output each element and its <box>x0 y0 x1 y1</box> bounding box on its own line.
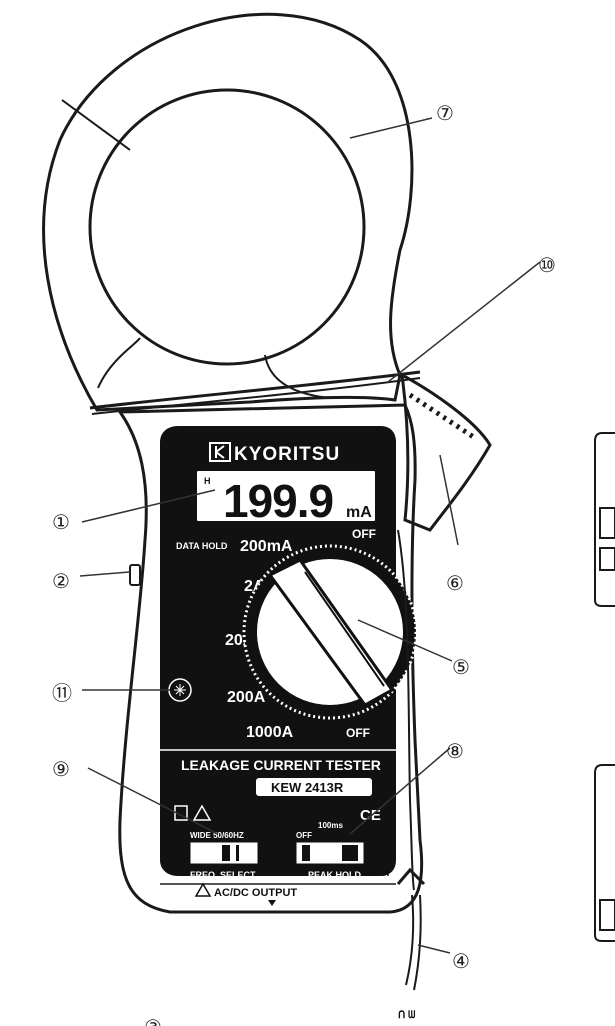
callout-6: ⑥ <box>446 571 464 595</box>
callouts: ① ② ④ ⑤ ⑥ ⑦ ⑧ ⑨ ⑩ ⑪ ③ <box>52 101 556 1026</box>
made-in-label: JAPAN <box>366 871 389 878</box>
callout-9: ⑨ <box>52 757 70 781</box>
front-panel: KYORITSU H 199.9 mA DATA HOLD OFF 200mA … <box>160 426 418 880</box>
callout-11: ⑪ <box>52 681 72 705</box>
callout-7: ⑦ <box>436 101 454 125</box>
lcd-unit: mA <box>346 504 372 521</box>
side-frame-bottom <box>594 764 615 942</box>
data-hold-label: DATA HOLD <box>176 541 228 551</box>
brand-name: KYORITSU <box>234 444 340 465</box>
cable-tip: ᑎ ᗯ <box>398 1009 415 1021</box>
callout-5: ⑤ <box>452 655 470 679</box>
lcd-indicator: H <box>204 476 211 486</box>
side-button <box>129 564 141 586</box>
off-label-bottom: OFF <box>346 726 370 740</box>
side-frame-top <box>594 432 615 607</box>
freq-select-label: FREQ. SELECT <box>190 870 256 880</box>
callout-2: ② <box>52 569 70 593</box>
range-200a: 200A <box>227 689 266 706</box>
callout-1: ① <box>52 510 70 534</box>
jaw-opening <box>88 88 366 366</box>
callout-4: ④ <box>452 949 470 973</box>
caution-triangle-icon <box>192 804 212 821</box>
range-1000a: 1000A <box>246 724 294 741</box>
lcd-display <box>195 469 377 523</box>
callout-3: ③ <box>144 1015 162 1026</box>
callout-8: ⑧ <box>446 739 464 763</box>
peak-switch-top: 100ms <box>318 821 343 830</box>
peak-switch-sub: OFF <box>296 831 312 840</box>
model-number: KEW 2413R <box>271 780 344 795</box>
caution-triangle-icon-bottom <box>194 882 212 897</box>
output-label: AC/DC OUTPUT <box>214 887 297 899</box>
freq-switch-top: WIDE 50/60HZ <box>190 831 244 840</box>
leader-lines <box>79 117 541 954</box>
brand-logo-icon <box>209 442 231 462</box>
off-label-top: OFF <box>352 527 376 541</box>
output-cable: ᑎ ᗯ <box>396 867 426 1021</box>
range-200ma: 200mA <box>240 538 293 555</box>
meter-body <box>117 403 424 914</box>
product-name: LEAKAGE CURRENT TESTER <box>181 757 381 773</box>
clamp-jaw <box>42 12 421 415</box>
range-rotary-knob <box>242 544 418 720</box>
peak-hold-label: PEAK HOLD <box>308 870 362 880</box>
lcd-reading: 199.9 <box>223 475 333 527</box>
callout-10: ⑩ <box>538 253 556 277</box>
